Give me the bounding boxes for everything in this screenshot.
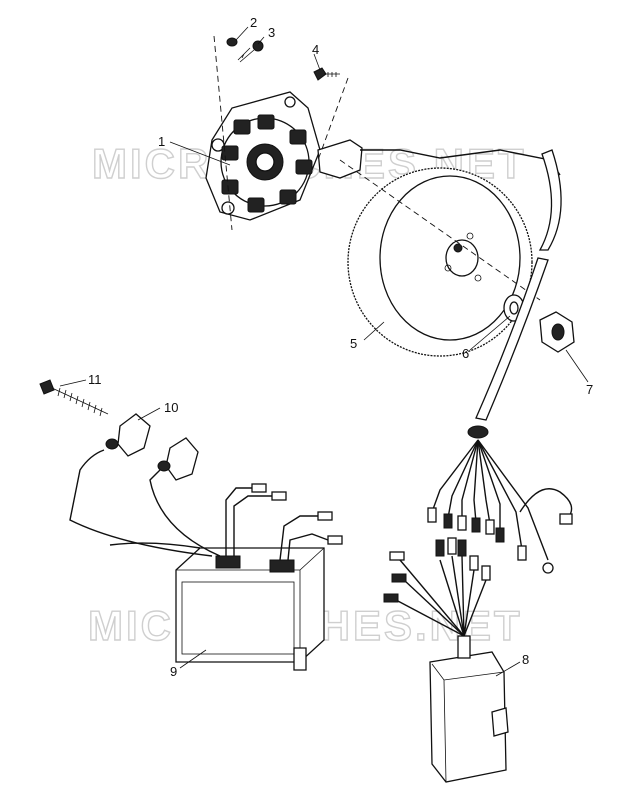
- stator-assembly: [205, 91, 561, 221]
- callout-11: 11: [88, 372, 102, 387]
- flywheel-nut: [539, 311, 575, 353]
- regulator-8: [383, 537, 509, 783]
- callout-6: 6: [462, 346, 469, 361]
- callout-1: 1: [158, 134, 165, 149]
- cdi-box-9: [69, 449, 343, 671]
- callout-10: 10: [164, 400, 178, 415]
- callout-labels: 1 2 3 4 5 6 7 8 9 10 11: [88, 15, 593, 679]
- callout-9: 9: [170, 664, 177, 679]
- leader-lines: [59, 26, 589, 677]
- callout-8: 8: [522, 652, 529, 667]
- bolt-3: [237, 40, 264, 63]
- stator-harness: [427, 149, 573, 574]
- spark-plug-cap-10: [105, 413, 151, 457]
- callout-7: 7: [586, 382, 593, 397]
- flywheel: [339, 159, 541, 357]
- bolt-11: [39, 379, 109, 417]
- spark-plug-cap: [157, 437, 199, 481]
- screw-2: [226, 37, 238, 47]
- callout-2: 2: [250, 15, 257, 30]
- callout-4: 4: [312, 42, 319, 57]
- screw-4: [313, 67, 340, 81]
- callout-5: 5: [350, 336, 357, 351]
- callout-3: 3: [268, 25, 275, 40]
